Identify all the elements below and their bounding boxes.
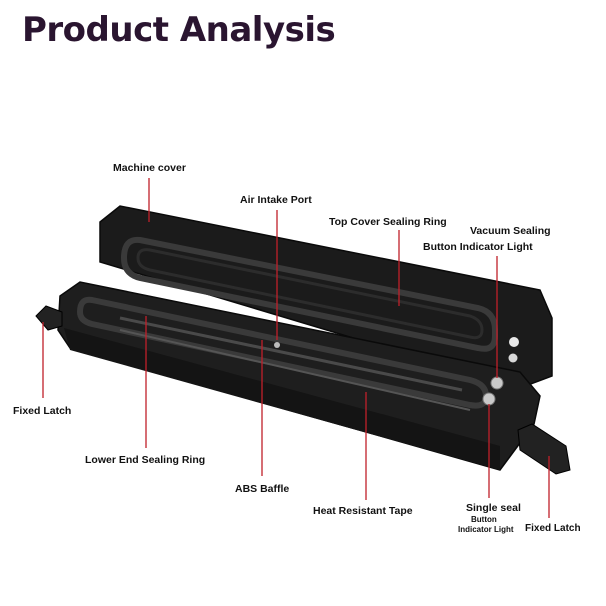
page-title: Product Analysis <box>22 10 336 50</box>
top-cover-sealing-ring-shape <box>120 236 498 352</box>
lower-end-sealing-ring-shape <box>76 296 490 409</box>
top-cover-inner-ring-shape <box>136 248 484 340</box>
label-single-seal: Single seal <box>466 502 521 514</box>
fixed-latch-left-shape <box>35 305 63 331</box>
label-vacuum-sealing: Vacuum Sealing <box>470 225 551 237</box>
air-intake-port-shape <box>274 342 280 348</box>
single-seal-light-shape <box>482 392 496 406</box>
label-fixed-latch-right: Fixed Latch <box>525 523 581 534</box>
label-fixed-latch-left: Fixed Latch <box>13 405 72 417</box>
base-front-shape <box>64 328 500 470</box>
single-seal-button-shape <box>490 376 504 390</box>
label-abs-baffle: ABS Baffle <box>235 483 290 495</box>
label-air-intake-port: Air Intake Port <box>240 194 312 206</box>
vacuum-button-light-shape <box>509 337 519 347</box>
label-machine-cover: Machine cover <box>113 162 186 174</box>
vacuum-button-light-2-shape <box>508 353 518 363</box>
abs-baffle-shape <box>119 316 463 392</box>
heat-resistant-tape-shape <box>119 329 471 411</box>
fixed-latch-right-shape <box>517 423 571 475</box>
label-single-seal-button: Button <box>471 515 497 524</box>
label-single-seal-indicator-light: Indicator Light <box>458 525 514 534</box>
label-lower-end-sealing-ring: Lower End Sealing Ring <box>85 454 206 466</box>
leader-lines <box>42 178 550 518</box>
label-top-cover-sealing-ring: Top Cover Sealing Ring <box>329 216 447 228</box>
label-vacuum-button-indicator: Button Indicator Light <box>423 241 533 253</box>
label-heat-resistant-tape: Heat Resistant Tape <box>313 505 413 517</box>
